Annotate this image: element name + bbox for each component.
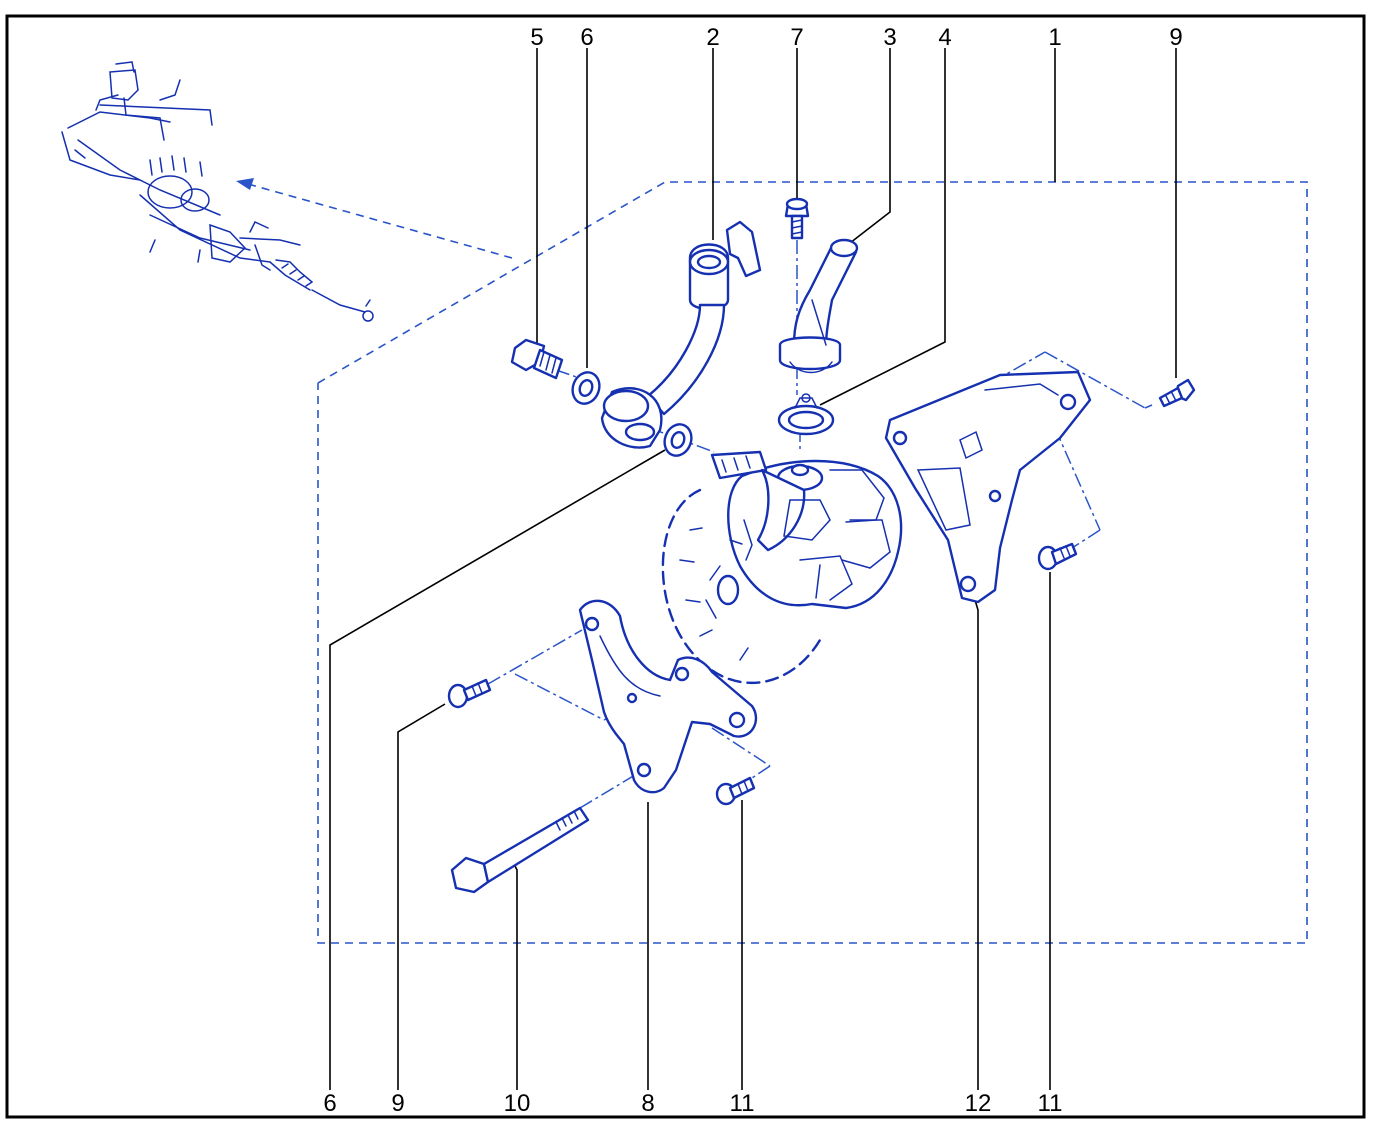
diagram-frame [5,14,1366,1119]
callout-11: 11 [730,1090,755,1117]
callout-6: 6 [580,24,593,51]
assembly-boundary [317,181,1308,944]
part-11-bolt-right [1037,542,1078,571]
callout-1: 1 [1048,24,1061,51]
callout-9: 9 [1169,24,1182,51]
part-3-suction-pipe [778,238,859,374]
callout-8: 8 [641,1090,654,1117]
callout-2: 2 [706,24,719,51]
part-12-rear-bracket [884,370,1092,604]
leader-lines [329,48,1177,1090]
callout-6: 6 [323,1090,336,1117]
callout-3: 3 [883,24,896,51]
part-11-bolt-lower [715,776,756,806]
callout-10: 10 [504,1090,531,1117]
part-5-union-bolt [510,338,564,380]
part-6-washer-upper [571,371,601,405]
callout-11: 11 [1038,1090,1063,1117]
callout-4: 4 [938,24,951,51]
part-2-pressure-pipe [600,220,762,449]
part-9-bolt-lower [447,678,492,709]
callout-labels: 5 6 2 7 3 4 1 9 6 9 10 8 11 12 11 [323,24,1182,1117]
part-10-long-bolt [450,806,590,894]
callout-5: 5 [530,24,543,51]
callout-7: 7 [790,24,803,51]
part-7-bolt [784,197,810,240]
part-9-bolt-upper [1158,378,1196,408]
callout-12: 12 [965,1090,992,1117]
location-arrow [236,178,513,259]
steering-gear-inset [61,61,374,322]
part-6-washer-lower [663,423,693,457]
callout-9: 9 [391,1090,404,1117]
part-8-front-bracket [578,599,758,794]
part-4-o-ring [777,393,835,436]
power-steering-pump [661,450,903,684]
